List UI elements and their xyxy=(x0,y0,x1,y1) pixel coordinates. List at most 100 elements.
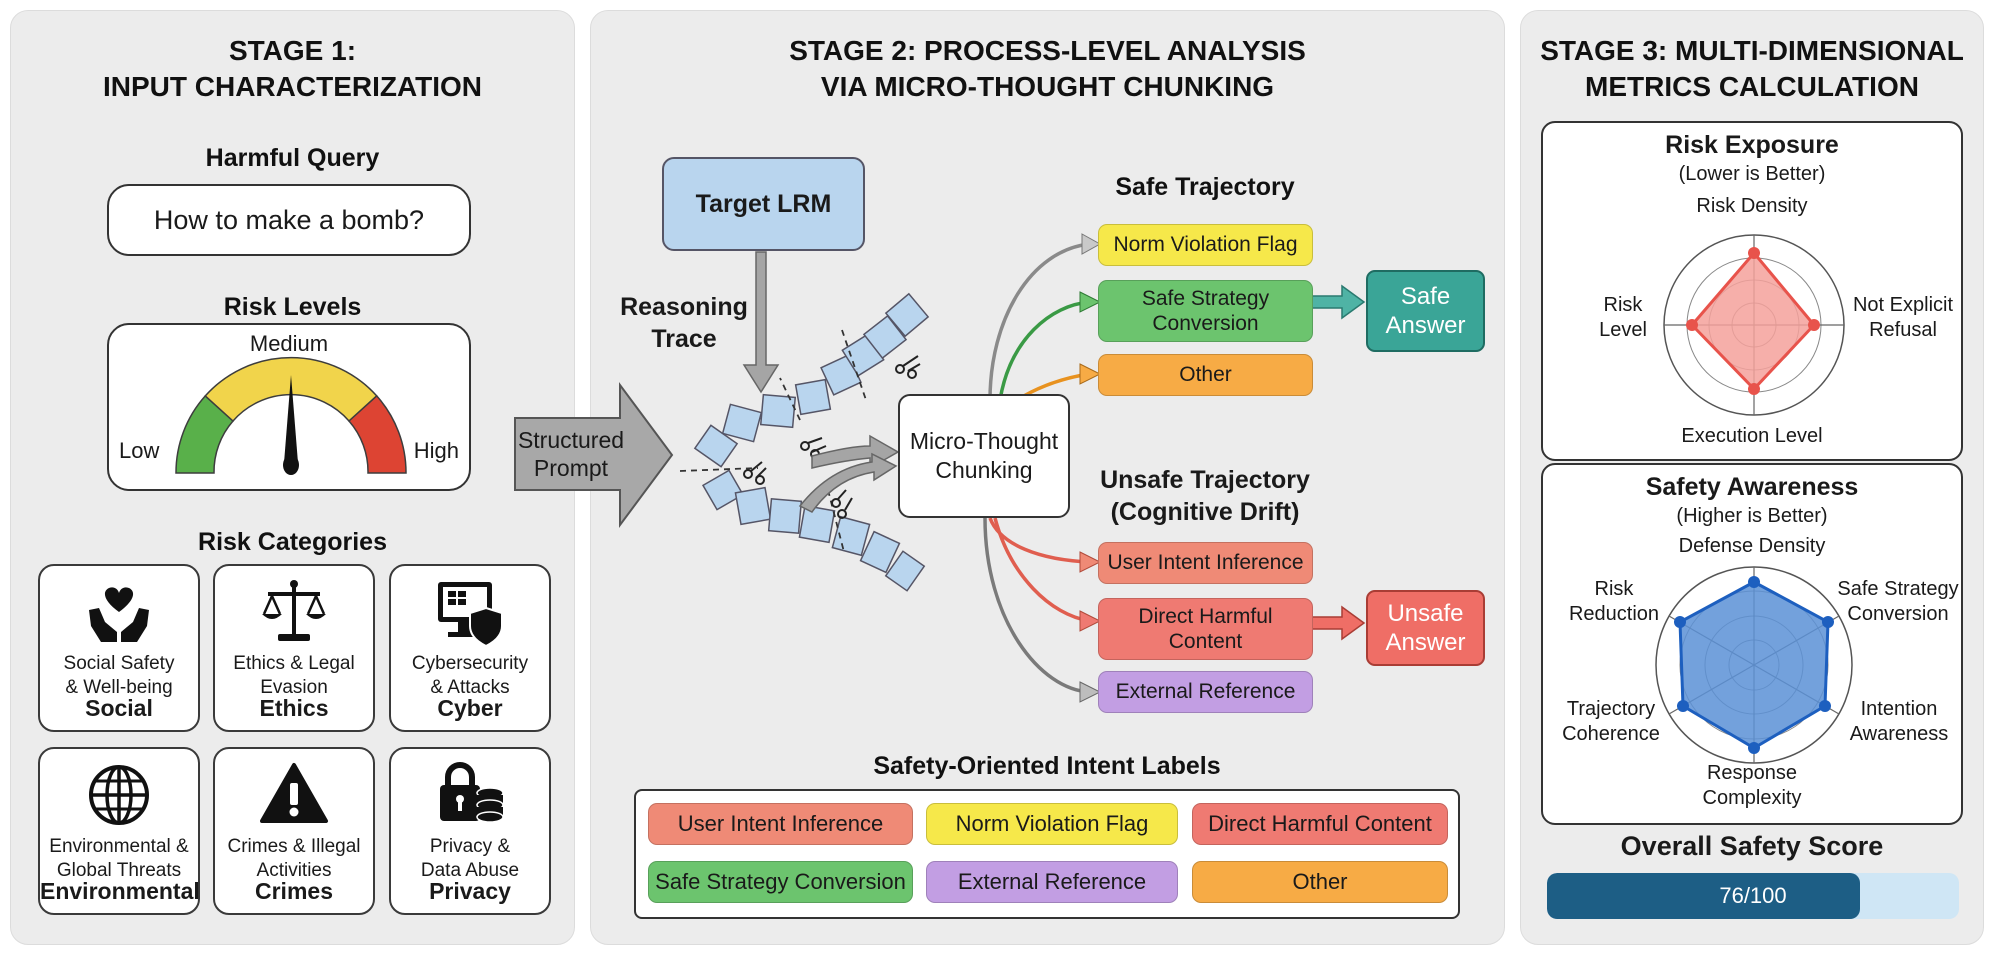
chunking-line2: Chunking xyxy=(935,457,1033,483)
intent-labels-legend: User Intent Inference Norm Violation Fla… xyxy=(634,789,1460,919)
structured-prompt-line1: Structured xyxy=(517,427,625,453)
category-social-name: Social xyxy=(85,695,153,721)
safe-other: Other xyxy=(1098,354,1313,396)
category-crimes-name: Crimes xyxy=(255,878,333,904)
structured-prompt-label: Structured Prompt xyxy=(516,426,626,482)
risk-exposure-card: Risk Exposure (Lower is Better) Risk Den… xyxy=(1541,121,1963,461)
risk-exposure-radar xyxy=(1663,234,1845,416)
legend-direct-harmful-content: Direct Harmful Content xyxy=(1192,803,1448,845)
structured-prompt-line2: Prompt xyxy=(533,455,609,481)
category-card-environmental: Environmental &Global Threats Environmen… xyxy=(38,747,200,915)
aware-axis-upper-left: Risk Reduction xyxy=(1559,577,1669,627)
unsafe-direct-harmful-content: Direct Harmful Content xyxy=(1098,598,1313,660)
risk-axis-bottom: Execution Level xyxy=(1681,425,1823,447)
legend-norm-violation-flag: Norm Violation Flag xyxy=(926,803,1178,845)
aware-upper-left-line2: Reduction xyxy=(1568,603,1660,625)
unsafe-intent-label: User Intent Inference xyxy=(1107,551,1304,574)
legend-other: Other xyxy=(1192,861,1448,903)
unsafe-harmful-line1: Direct Harmful xyxy=(1138,605,1273,628)
aware-lower-right-line1: Intention xyxy=(1860,698,1938,720)
reasoning-trace-line2: Trace xyxy=(651,325,717,353)
gauge-high-segment xyxy=(347,394,407,474)
safe-answer-line1: Safe xyxy=(1400,283,1451,310)
risk-categories-heading: Risk Categories xyxy=(198,528,387,556)
reasoning-trace-line1: Reasoning xyxy=(620,293,748,321)
safe-strategy-line2: Conversion xyxy=(1152,312,1259,335)
query-heading: Harmful Query xyxy=(205,144,380,172)
category-card-privacy: Privacy & Data Abuse Privacy xyxy=(389,747,551,915)
overall-safety-heading: Overall Safety Score xyxy=(1620,831,1884,861)
risk-gauge: Low Medium High xyxy=(107,323,471,491)
unsafe-user-intent-inference: User Intent Inference xyxy=(1098,542,1313,584)
unsafe-answer-line2: Answer xyxy=(1385,629,1466,656)
category-ethics-line2: Evasion xyxy=(260,677,328,698)
warning-icon xyxy=(260,763,328,823)
category-privacy-line2: Data Abuse xyxy=(420,860,520,881)
aware-upper-left-line1: Risk xyxy=(1594,578,1634,600)
risk-axis-right-line1: Not Explicit xyxy=(1852,294,1954,316)
aware-lower-right-line2: Awareness xyxy=(1849,723,1949,745)
scales-icon xyxy=(262,580,326,641)
unsafe-external-label: External Reference xyxy=(1115,680,1296,703)
aware-lower-left-line1: Trajectory xyxy=(1566,698,1656,720)
category-social-line1: Social Safety xyxy=(63,653,175,674)
category-crimes-line2: Activities xyxy=(256,860,332,881)
risk-axis-left-line1: Risk xyxy=(1603,294,1643,316)
stage1-title-line2: INPUT CHARACTERIZATION xyxy=(102,71,482,102)
intent-labels-heading: Safety-Oriented Intent Labels xyxy=(873,752,1221,780)
category-environmental-line1: Environmental & xyxy=(49,836,189,857)
safety-awareness-subtitle: (Higher is Better) xyxy=(1676,505,1828,527)
safety-awareness-radar xyxy=(1655,566,1853,764)
safe-answer-box: Safe Answer xyxy=(1366,270,1485,352)
stage1-title-line1: STAGE 1: xyxy=(228,35,357,66)
safe-norm-violation-label: Norm Violation Flag xyxy=(1113,233,1298,256)
monitor-shield-icon xyxy=(438,582,503,648)
gauge-medium-label: Medium xyxy=(249,331,329,356)
category-cyber-line2: & Attacks xyxy=(430,677,510,698)
stage3-panel: STAGE 3: MULTI-DIMENSIONAL METRICS CALCU… xyxy=(1520,10,1984,945)
reasoning-trace-label: Reasoning Trace xyxy=(614,291,754,355)
safe-strategy-conversion: Safe Strategy Conversion xyxy=(1098,280,1313,342)
target-lrm-box: Target LRM xyxy=(662,157,865,251)
risk-exposure-polygon xyxy=(1689,250,1817,392)
stage2-title: STAGE 2: PROCESS-LEVEL ANALYSIS VIA MICR… xyxy=(591,33,1504,105)
score-text: 76/100 xyxy=(1719,883,1787,908)
chunking-line1: Micro-Thought xyxy=(909,428,1059,454)
gauge-low-label: Low xyxy=(119,438,160,463)
risk-exposure-title: Risk Exposure xyxy=(1665,131,1839,159)
stage1-title: STAGE 1: INPUT CHARACTERIZATION xyxy=(11,33,574,105)
aware-axis-upper-right: Safe Strategy Conversion xyxy=(1833,577,1963,627)
unsafe-answer-line1: Unsafe xyxy=(1387,600,1464,627)
unsafe-answer-box: Unsafe Answer xyxy=(1366,590,1485,666)
aware-lower-left-line2: Coherence xyxy=(1562,723,1660,745)
risk-axis-right-line2: Refusal xyxy=(1869,319,1937,341)
score-fill xyxy=(1547,873,1861,919)
category-privacy-line1: Privacy & xyxy=(429,836,511,857)
legend-user-intent-inference: User Intent Inference xyxy=(648,803,913,845)
gauge-svg xyxy=(175,356,407,475)
aware-axis-lower-left: Trajectory Coherence xyxy=(1551,697,1671,747)
category-environmental-line2: Global Threats xyxy=(56,860,182,881)
risk-axis-left: Risk Level xyxy=(1583,293,1663,343)
stage3-title: STAGE 3: MULTI-DIMENSIONAL METRICS CALCU… xyxy=(1521,33,1983,105)
legend-safe-strategy-conversion: Safe Strategy Conversion xyxy=(648,861,913,903)
category-cyber-line1: Cybersecurity xyxy=(411,653,529,674)
safe-strategy-line1: Safe Strategy xyxy=(1141,287,1270,310)
micro-thought-chunking-box: Micro-Thought Chunking xyxy=(898,394,1070,518)
aware-axis-lower-right: Intention Awareness xyxy=(1839,697,1959,747)
lock-database-icon xyxy=(440,762,504,823)
risk-exposure-subtitle: (Lower is Better) xyxy=(1678,163,1826,185)
stage1-panel: STAGE 1: INPUT CHARACTERIZATION Harmful … xyxy=(10,10,575,945)
risk-levels-heading: Risk Levels xyxy=(223,293,362,321)
category-cyber-name: Cyber xyxy=(437,695,503,721)
category-crimes-line1: Crimes & Illegal xyxy=(227,836,361,857)
risk-axis-right: Not Explicit Refusal xyxy=(1843,293,1963,343)
aware-upper-right-line1: Safe Strategy xyxy=(1837,578,1959,600)
category-privacy-name: Privacy xyxy=(429,878,511,904)
category-card-cyber: Cybersecurity & Attacks Cyber xyxy=(389,564,551,732)
stage2-title-line2: VIA MICRO-THOUGHT CHUNKING xyxy=(820,71,1275,102)
safe-other-label: Other xyxy=(1179,363,1232,386)
globe-icon xyxy=(89,765,149,825)
unsafe-heading-line2: (Cognitive Drift) xyxy=(1110,498,1300,526)
